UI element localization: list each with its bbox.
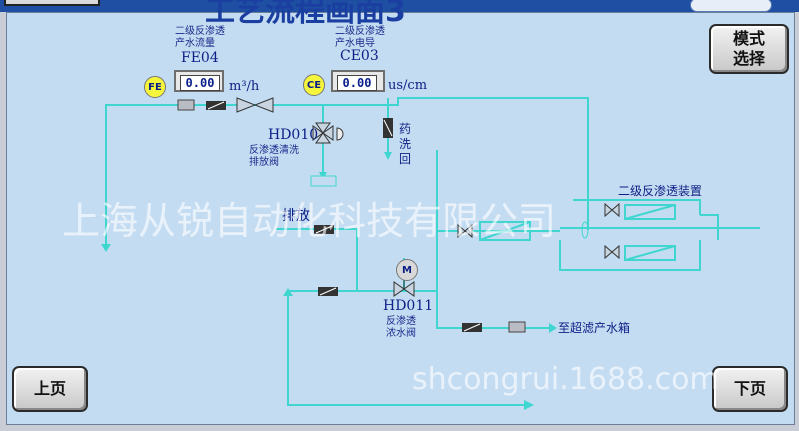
fe04-description: 二级反渗透 产水流量 xyxy=(175,26,225,49)
arrow-uf xyxy=(549,323,557,333)
ce03-value: 0.00 xyxy=(337,75,377,91)
chem-wash-return-label: 药 洗 回 xyxy=(399,122,412,166)
flow-element-uf xyxy=(508,321,526,333)
hd010-tag: HD010 xyxy=(268,127,319,143)
site-watermark: shcongrui.1688.com xyxy=(412,362,719,397)
ro-right-loop xyxy=(700,214,719,240)
ce03-value-display[interactable]: 0.00 xyxy=(331,70,385,92)
top-left-button-edge[interactable] xyxy=(4,0,100,6)
drain-label: 排放 xyxy=(282,208,310,224)
arrow-chem xyxy=(384,152,392,160)
hd011-tag: HD011 xyxy=(383,298,434,314)
ro-element-upper xyxy=(624,204,676,220)
ro-element-center xyxy=(479,221,531,241)
gate-valve xyxy=(236,97,257,113)
mode-select-button[interactable]: 模式 选择 xyxy=(709,24,789,74)
drain-tank xyxy=(310,175,337,187)
arrow-left-down xyxy=(101,244,111,252)
hd011-motor-icon: M xyxy=(396,259,418,281)
ce03-description: 二级反渗透 产水电导 xyxy=(335,26,385,49)
fe04-value-display[interactable]: 0.00 xyxy=(174,70,224,92)
ce03-tag-circle: CE xyxy=(303,74,325,96)
ro2-unit-label: 二级反渗透装置 xyxy=(618,184,703,198)
ro-top-loop xyxy=(573,199,701,215)
ro-element-lower xyxy=(624,245,676,261)
next-page-button[interactable]: 下页 xyxy=(712,366,788,412)
ro-bottom-loop xyxy=(559,240,701,271)
prev-page-button[interactable]: 上页 xyxy=(12,366,88,412)
ce03-unit: us/cm xyxy=(388,78,428,93)
fe04-unit: m³/h xyxy=(229,79,260,94)
hd010-description: 反渗透清洗 排放阀 xyxy=(249,145,299,168)
header-bar xyxy=(0,0,799,12)
arrow-drain-up xyxy=(283,288,293,296)
flow-element xyxy=(177,99,195,111)
fe04-tag: FE04 xyxy=(181,50,219,66)
fe04-value: 0.00 xyxy=(180,75,220,91)
arrow-drain-end xyxy=(524,400,534,410)
hd011-description: 反渗透 浓水阀 xyxy=(386,316,416,339)
ce03-tag: CE03 xyxy=(340,48,379,64)
brand-logo xyxy=(690,0,772,12)
page-title: 工艺流程画面3 xyxy=(205,0,406,29)
company-watermark: 上海从锐自动化科技有限公司 xyxy=(62,199,557,243)
product-pipe xyxy=(105,97,589,248)
fe04-tag-circle: FE xyxy=(144,76,166,98)
to-uf-tank-label: 至超滤产水箱 xyxy=(558,321,631,335)
